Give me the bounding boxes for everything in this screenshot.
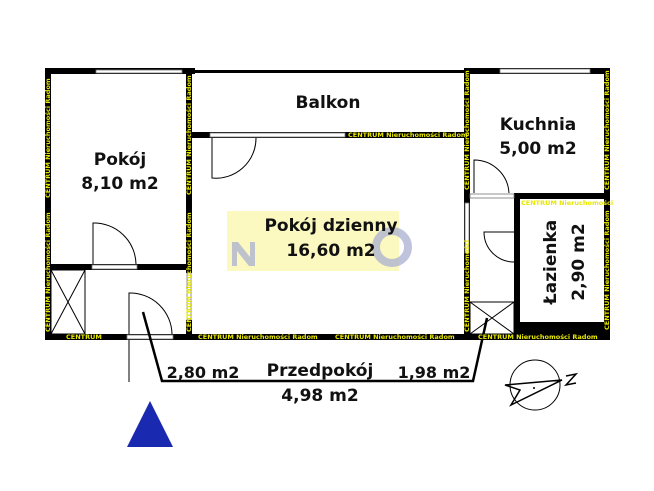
watermark-text: CENTRUM Nieruchomości Radom [185, 212, 193, 332]
watermark-text: CENTRUM Nieruchomości Radom [44, 78, 52, 198]
watermark-text: CENTRUM Nieruchomości [463, 240, 471, 332]
room-name-balkon: Balkon [296, 93, 361, 113]
watermark-text: CENTRUM Nieruchomości Radom [348, 131, 468, 139]
room-name-pokoj-dzienny: Pokój dzienny [264, 216, 397, 236]
watermark-text: CENTRUM Nieruchomości Radom [198, 333, 318, 341]
room-area-pokoj-dzienny: 16,60 m2 [286, 241, 375, 261]
label-highlight [227, 211, 399, 271]
room-area-przedpokoj: 4,98 m2 [281, 386, 358, 406]
north-compass-icon [504, 359, 579, 411]
watermark-text: CENTRUM Nieruchomości Radom [603, 70, 611, 190]
watermark-text: CENTRUM Nieruchomości Radom [463, 70, 471, 190]
watermark-logo [232, 227, 412, 267]
room-name-lazienka: Łazienka [541, 220, 561, 306]
doors [92, 137, 515, 382]
watermark-text: CENTRUM Nieruchomości [521, 199, 613, 207]
watermark-text: CENTRUM Nieruchomości Radom [478, 333, 598, 341]
room-area-lazienka: 2,90 m2 [569, 223, 589, 300]
stairs [50, 269, 515, 335]
room-name-pokoj: Pokój [94, 150, 147, 170]
room-area-pokoj: 8,10 m2 [81, 174, 158, 194]
hall-part-right-area: 1,98 m2 [398, 363, 471, 382]
watermark-text: CENTRUM Nieruchomości Radom [185, 75, 193, 195]
hall-part-left-area: 2,80 m2 [167, 363, 240, 382]
watermarks: CENTRUM Nieruchomości Radom CENTRUM Nier… [44, 70, 613, 341]
room-name-przedpokoj: Przedpokój [267, 361, 374, 381]
watermark-text: CENTRUM Nieruchomości Radom [44, 212, 52, 332]
room-name-kuchnia: Kuchnia [500, 115, 577, 135]
watermark-text: CENTRUM Nieruchomości Radom [335, 333, 455, 341]
watermark-text: CENTRUM Nieruchomości Radom [603, 210, 611, 330]
room-area-kuchnia: 5,00 m2 [499, 139, 576, 159]
watermark-text: CENTRUM [66, 333, 102, 341]
blue-triangle-entrance-icon [127, 401, 173, 447]
hall-dimension-line [141, 311, 489, 383]
